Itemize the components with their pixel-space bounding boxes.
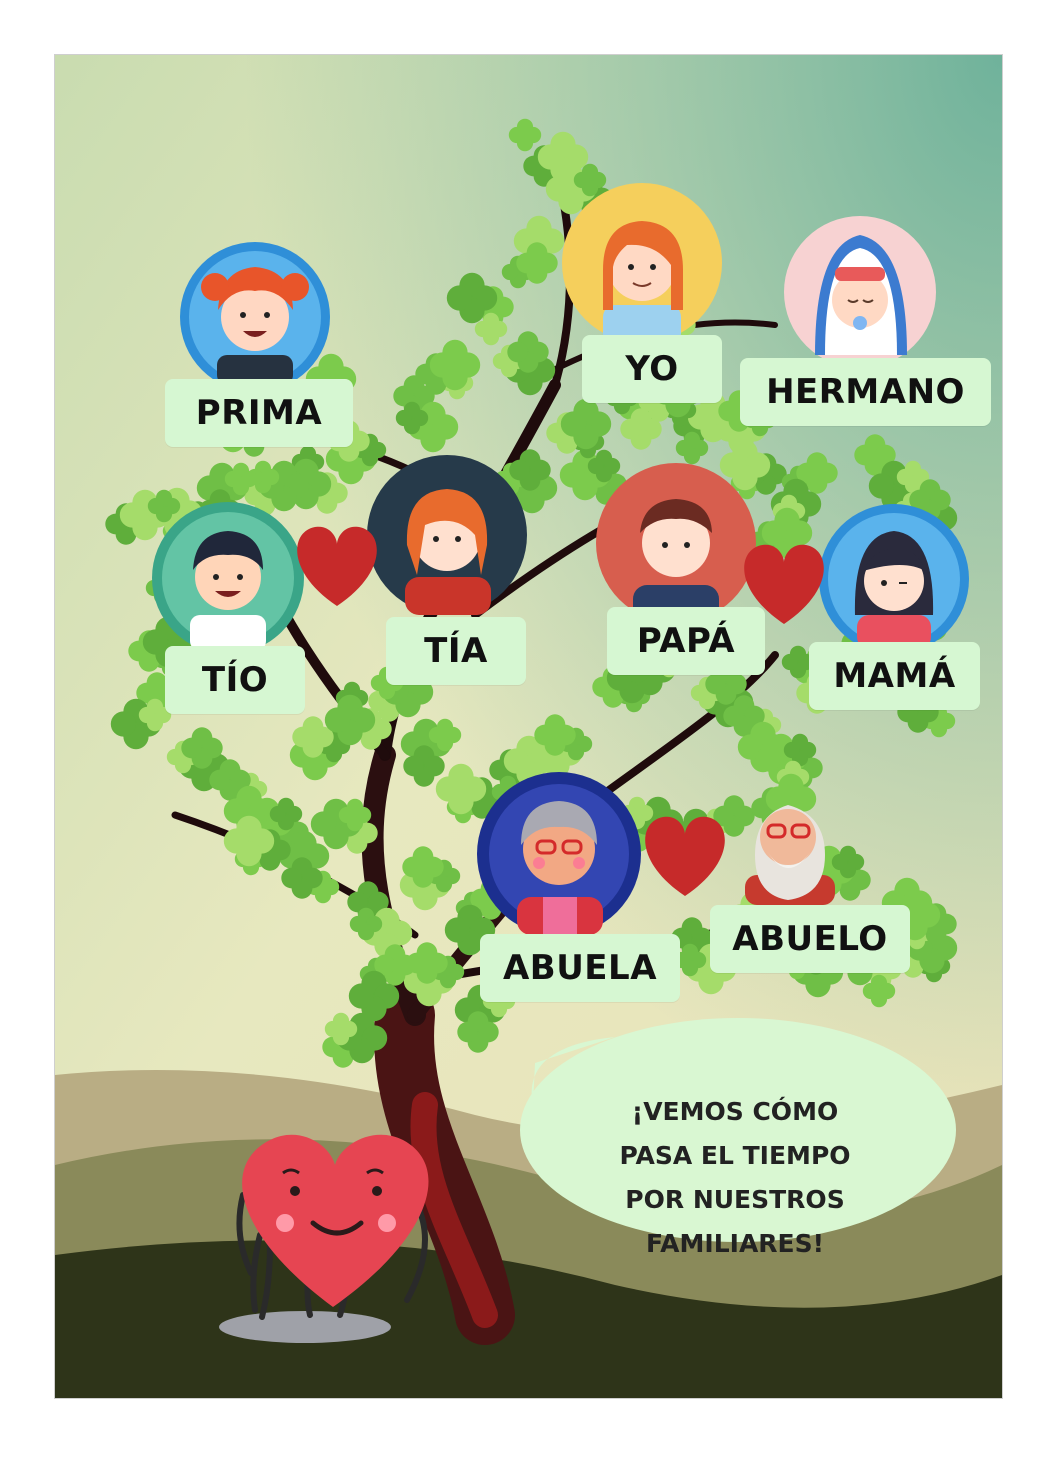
prima-avatar [180, 242, 330, 392]
label-abuelo: ABUELO [710, 905, 910, 973]
abuela-avatar [477, 772, 641, 936]
heart-mascot [219, 1134, 429, 1343]
label-yo: YO [582, 335, 722, 403]
label-papa: PAPÁ [607, 607, 765, 675]
speech-line-3: POR NUESTROS [625, 1185, 845, 1214]
yo-avatar [562, 183, 722, 345]
label-tia: TÍA [386, 617, 526, 685]
label-abuela: ABUELA [480, 934, 680, 1002]
speech-bubble [520, 1018, 956, 1242]
speech-line-4: FAMILIARES! [645, 1229, 825, 1258]
label-mama: MAMÁ [809, 642, 980, 710]
speech-line-1: ¡VEMOS CÓMO [631, 1097, 839, 1126]
tio-avatar [152, 502, 304, 654]
label-tio: TÍO [165, 646, 305, 714]
speech-line-2: PASA EL TIEMPO [619, 1141, 851, 1170]
abuelo-avatar [745, 805, 835, 905]
hermano-avatar [784, 216, 936, 368]
hill-front [55, 1240, 1002, 1398]
papa-avatar [596, 463, 756, 625]
heart-icon-tio-tia [297, 526, 377, 606]
heart-icon-abuela-abuelo [645, 816, 725, 896]
label-hermano: HERMANO [740, 358, 991, 426]
label-prima: PRIMA [165, 379, 353, 447]
family-tree-illustration [55, 55, 1002, 1398]
heart-icon-papa-mama [744, 544, 824, 624]
tia-avatar [367, 455, 527, 615]
family-tree-poster: PRIMA YO HERMANO TÍO TÍA PAPÁ MAMÁ ABUEL… [55, 55, 1002, 1398]
speech-bubble-text: ¡VEMOS CÓMO PASA EL TIEMPO POR NUESTROS … [585, 1090, 885, 1266]
mama-avatar [819, 504, 969, 654]
